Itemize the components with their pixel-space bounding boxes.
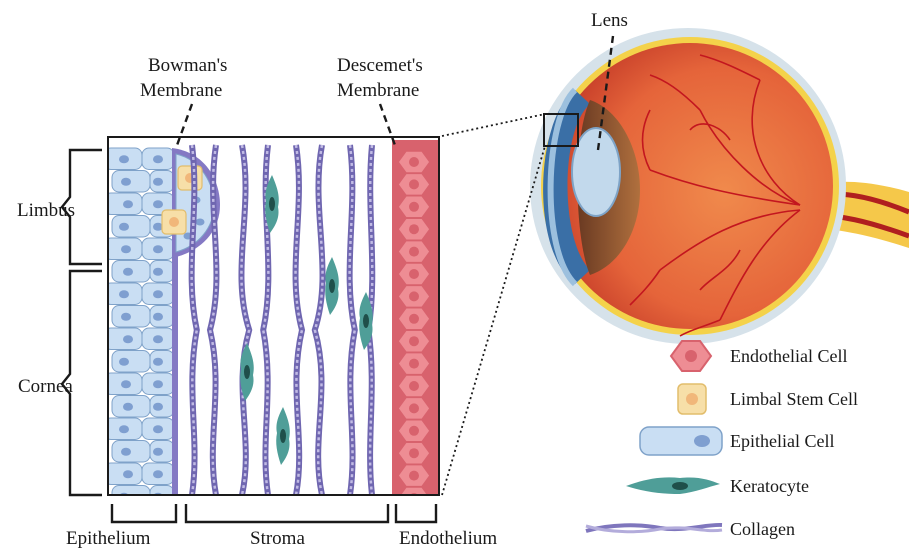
cell-nucleus bbox=[153, 380, 163, 388]
spindle-cell-icon bbox=[626, 477, 720, 494]
square-cell-icon bbox=[678, 384, 706, 414]
descemets-label-line1: Descemet's bbox=[337, 55, 423, 76]
cell-nucleus bbox=[123, 403, 133, 411]
descemets-label-line2: Membrane bbox=[337, 80, 419, 101]
legend-keratocyte-label: Keratocyte bbox=[730, 476, 809, 496]
stroma-label: Stroma bbox=[250, 528, 305, 549]
epithelial-cell bbox=[112, 441, 150, 463]
epithelial-cell bbox=[112, 171, 150, 193]
epithelium-layer bbox=[104, 148, 174, 507]
cell-nucleus bbox=[409, 471, 419, 481]
cell-nucleus bbox=[121, 245, 131, 253]
twisted-fiber-icon bbox=[586, 525, 722, 532]
cell-nucleus bbox=[119, 155, 129, 163]
zoom-line-bottom bbox=[442, 146, 545, 495]
cell-nucleus bbox=[119, 358, 129, 366]
zoom-line-top bbox=[442, 114, 545, 136]
epithelial-cell bbox=[112, 306, 150, 328]
legend: Endothelial Cell Limbal Stem Cell Epithe… bbox=[586, 341, 858, 539]
epithelium-bracket bbox=[112, 504, 176, 522]
cell-nucleus bbox=[153, 313, 163, 321]
cell-nucleus bbox=[409, 426, 419, 436]
cell-nucleus bbox=[153, 470, 163, 478]
limbus-label: Limbus bbox=[17, 200, 75, 221]
cell-nucleus bbox=[123, 200, 133, 208]
cell-nucleus bbox=[409, 202, 419, 212]
cell-nucleus bbox=[409, 247, 419, 257]
cell-nucleus bbox=[153, 493, 163, 501]
cell-nucleus bbox=[153, 403, 163, 411]
cell-nucleus bbox=[153, 155, 163, 163]
epithelial-cell bbox=[104, 328, 142, 350]
cell-nucleus bbox=[196, 219, 205, 226]
cell-nucleus bbox=[409, 269, 419, 279]
bowmans-label-line1: Bowman's bbox=[148, 55, 227, 76]
cell-nucleus bbox=[119, 223, 129, 231]
legend-collagen-label: Collagen bbox=[730, 519, 795, 539]
cell-nucleus bbox=[409, 179, 419, 189]
cell-nucleus bbox=[153, 290, 163, 298]
cell-nucleus bbox=[153, 245, 163, 253]
cell-nucleus bbox=[123, 268, 133, 276]
keratocyte-nucleus bbox=[244, 365, 250, 379]
cell-nucleus bbox=[409, 403, 419, 413]
legend-limbal-label: Limbal Stem Cell bbox=[730, 389, 858, 409]
cell-nucleus bbox=[121, 313, 131, 321]
keratocyte-nucleus bbox=[329, 279, 335, 293]
hexagon-cell-icon bbox=[671, 341, 711, 371]
bowmans-label-line2: Membrane bbox=[140, 80, 222, 101]
cell-nucleus bbox=[153, 178, 163, 186]
cell-nucleus bbox=[153, 425, 163, 433]
cell-nucleus bbox=[409, 381, 419, 391]
cornea-label: Cornea bbox=[18, 376, 73, 397]
legend-epithelial-label: Epithelial Cell bbox=[730, 431, 834, 451]
cell-nucleus bbox=[409, 448, 419, 458]
keratocyte-nucleus bbox=[280, 429, 286, 443]
lens-label: Lens bbox=[591, 10, 628, 31]
cell-nucleus bbox=[169, 217, 179, 227]
eyeball-illustration: Lens bbox=[530, 10, 909, 344]
cell-nucleus bbox=[153, 448, 163, 456]
stroma-bracket bbox=[186, 504, 388, 522]
keratocyte-nucleus bbox=[269, 197, 275, 211]
cell-nucleus bbox=[121, 448, 131, 456]
cell-nucleus bbox=[121, 380, 131, 388]
cell-nucleus bbox=[123, 335, 133, 343]
cell-nucleus bbox=[119, 493, 129, 501]
cell-nucleus bbox=[153, 358, 163, 366]
epithelial-cell bbox=[150, 486, 174, 508]
epithelial-cell bbox=[104, 193, 142, 215]
cornea-cross-section bbox=[104, 137, 439, 509]
cell-nucleus bbox=[409, 336, 419, 346]
lens bbox=[572, 128, 620, 216]
cell-nucleus bbox=[121, 178, 131, 186]
endothelium-label: Endothelium bbox=[399, 528, 497, 549]
cell-nucleus bbox=[119, 425, 129, 433]
cell-nucleus bbox=[409, 291, 419, 301]
keratocyte-nucleus bbox=[363, 314, 369, 328]
endothelium-bracket bbox=[396, 504, 436, 522]
legend-endothelial-label: Endothelial Cell bbox=[730, 346, 847, 366]
endothelial-cell bbox=[398, 487, 430, 509]
epithelial-cell bbox=[104, 463, 142, 485]
epithelial-cell bbox=[112, 216, 150, 238]
epithelial-cell bbox=[112, 351, 150, 373]
epithelium-label: Epithelium bbox=[66, 528, 151, 549]
epithelial-cell bbox=[112, 486, 150, 508]
cell-nucleus bbox=[409, 224, 419, 234]
cell-nucleus bbox=[153, 335, 163, 343]
cell-nucleus bbox=[409, 314, 419, 324]
cell-nucleus bbox=[153, 268, 163, 276]
cell-nucleus bbox=[409, 359, 419, 369]
rounded-cell-icon bbox=[640, 427, 722, 455]
cell-nucleus bbox=[409, 157, 419, 167]
cell-nucleus bbox=[123, 470, 133, 478]
cell-nucleus bbox=[153, 200, 163, 208]
cell-nucleus bbox=[119, 290, 129, 298]
